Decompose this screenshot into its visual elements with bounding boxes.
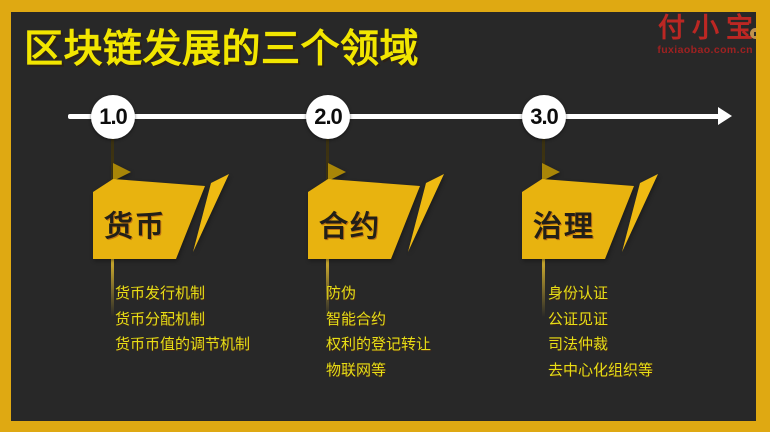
flag-tip <box>622 174 658 252</box>
feature-list-currency: 货币发行机制 货币分配机制 货币币值的调节机制 <box>115 281 335 358</box>
flag-face <box>93 179 205 259</box>
flag-tip <box>408 174 444 252</box>
arrow-right-icon <box>718 107 732 125</box>
flag-banner-governance: 治理 <box>522 162 662 260</box>
flag-face <box>522 179 634 259</box>
slide-body: 区块链发展的三个领域 付小宝 fuxiaobao.com.cn 1.0 2.0 … <box>11 12 756 421</box>
list-item: 司法仲裁 <box>548 336 609 353</box>
timeline-node-label: 2.0 <box>314 104 343 129</box>
brand-name: 付小宝 <box>658 13 756 43</box>
flag-face <box>308 179 420 259</box>
list-item: 货币币值的调节机制 <box>115 336 251 353</box>
timeline-node-label: 3.0 <box>530 104 559 129</box>
list-item: 防伪 <box>326 285 357 302</box>
slide-title: 区块链发展的三个领域 <box>24 28 420 71</box>
flag-tip <box>193 174 229 252</box>
feature-list-governance: 身份认证 公证见证 司法仲裁 去中心化组织等 <box>548 281 756 383</box>
list-item: 货币发行机制 <box>115 285 206 302</box>
flag-label: 治理 <box>533 211 596 243</box>
flag-shape <box>522 163 658 259</box>
list-item: 智能合约 <box>326 310 387 328</box>
flag-fold <box>113 163 131 181</box>
brand-logo: 付小宝 fuxiaobao.com.cn <box>657 13 756 56</box>
timeline-node-3: 3.0 <box>522 95 566 139</box>
flag-label: 货币 <box>104 211 167 243</box>
flag-label: 合约 <box>319 211 382 243</box>
flag-fold <box>328 163 346 181</box>
list-item: 货币分配机制 <box>115 310 206 328</box>
brand-url: fuxiaobao.com.cn <box>657 44 753 56</box>
feature-list-contract: 防伪 智能合约 权利的登记转让 物联网等 <box>326 281 546 383</box>
flag-banner-contract: 合约 <box>308 162 448 260</box>
timeline-axis <box>68 114 720 119</box>
list-item: 身份认证 <box>548 285 609 302</box>
coin-icon <box>750 28 756 39</box>
flag-shape <box>308 163 444 259</box>
flag-banner-currency: 货币 <box>93 162 233 260</box>
list-item: 公证见证 <box>548 310 609 328</box>
timeline-node-1: 1.0 <box>91 95 135 139</box>
flag-shape <box>93 163 229 259</box>
flag-fold <box>542 163 560 181</box>
list-item: 去中心化组织等 <box>548 361 654 379</box>
timeline-node-2: 2.0 <box>306 95 350 139</box>
timeline-node-label: 1.0 <box>99 104 128 129</box>
list-item: 物联网等 <box>326 361 387 379</box>
list-item: 权利的登记转让 <box>326 336 432 353</box>
